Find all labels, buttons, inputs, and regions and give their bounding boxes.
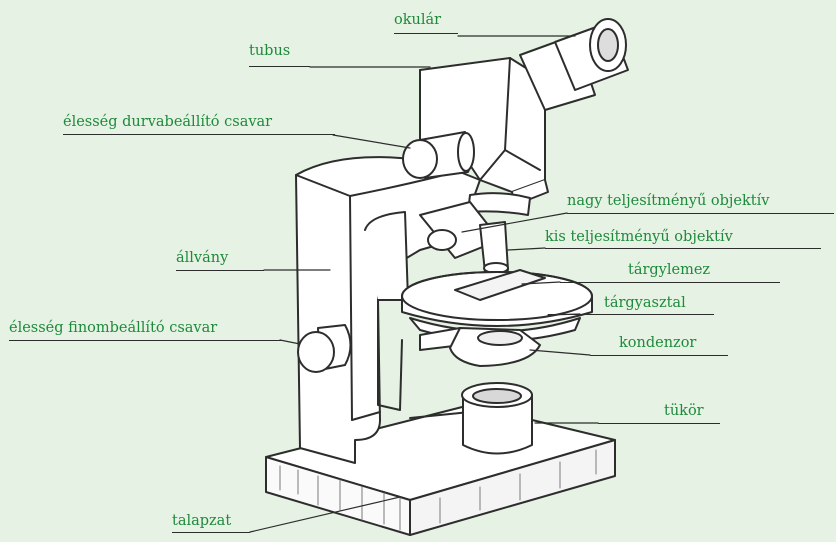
label-base: talapzat [172, 512, 231, 530]
mirror [462, 383, 532, 454]
label-okular-underline [394, 33, 458, 34]
label-stage-underline [548, 314, 714, 315]
objectives [420, 202, 508, 273]
label-stand: állvány [176, 249, 228, 267]
label-base-underline [172, 532, 250, 533]
label-high-power-objective: nagy teljesítményű objektív [567, 192, 769, 210]
label-stand-underline [176, 270, 264, 271]
label-slide: tárgylemez [628, 261, 710, 279]
label-fine-focus: élesség finombeállító csavar [9, 319, 217, 337]
label-mirror: tükör [664, 402, 704, 420]
label-slide-underline [560, 282, 780, 283]
label-mirror-underline [598, 423, 720, 424]
label-low-power-objective: kis teljesítményű objektív [545, 228, 733, 246]
condenser [420, 328, 540, 366]
label-tubus-underline [249, 66, 310, 67]
label-low-power-objective-underline [545, 248, 821, 249]
label-condenser-underline [590, 355, 728, 356]
label-coarse-focus-underline [63, 134, 335, 135]
label-stage: tárgyasztal [604, 294, 686, 312]
coarse-focus-knob [403, 132, 474, 178]
label-okular: okulár [394, 11, 441, 29]
label-coarse-focus: élesség durvabeállító csavar [63, 113, 272, 131]
label-tubus: tubus [249, 42, 290, 60]
label-high-power-objective-underline [567, 213, 834, 214]
label-condenser: kondenzor [619, 334, 696, 352]
label-fine-focus-underline [9, 340, 281, 341]
